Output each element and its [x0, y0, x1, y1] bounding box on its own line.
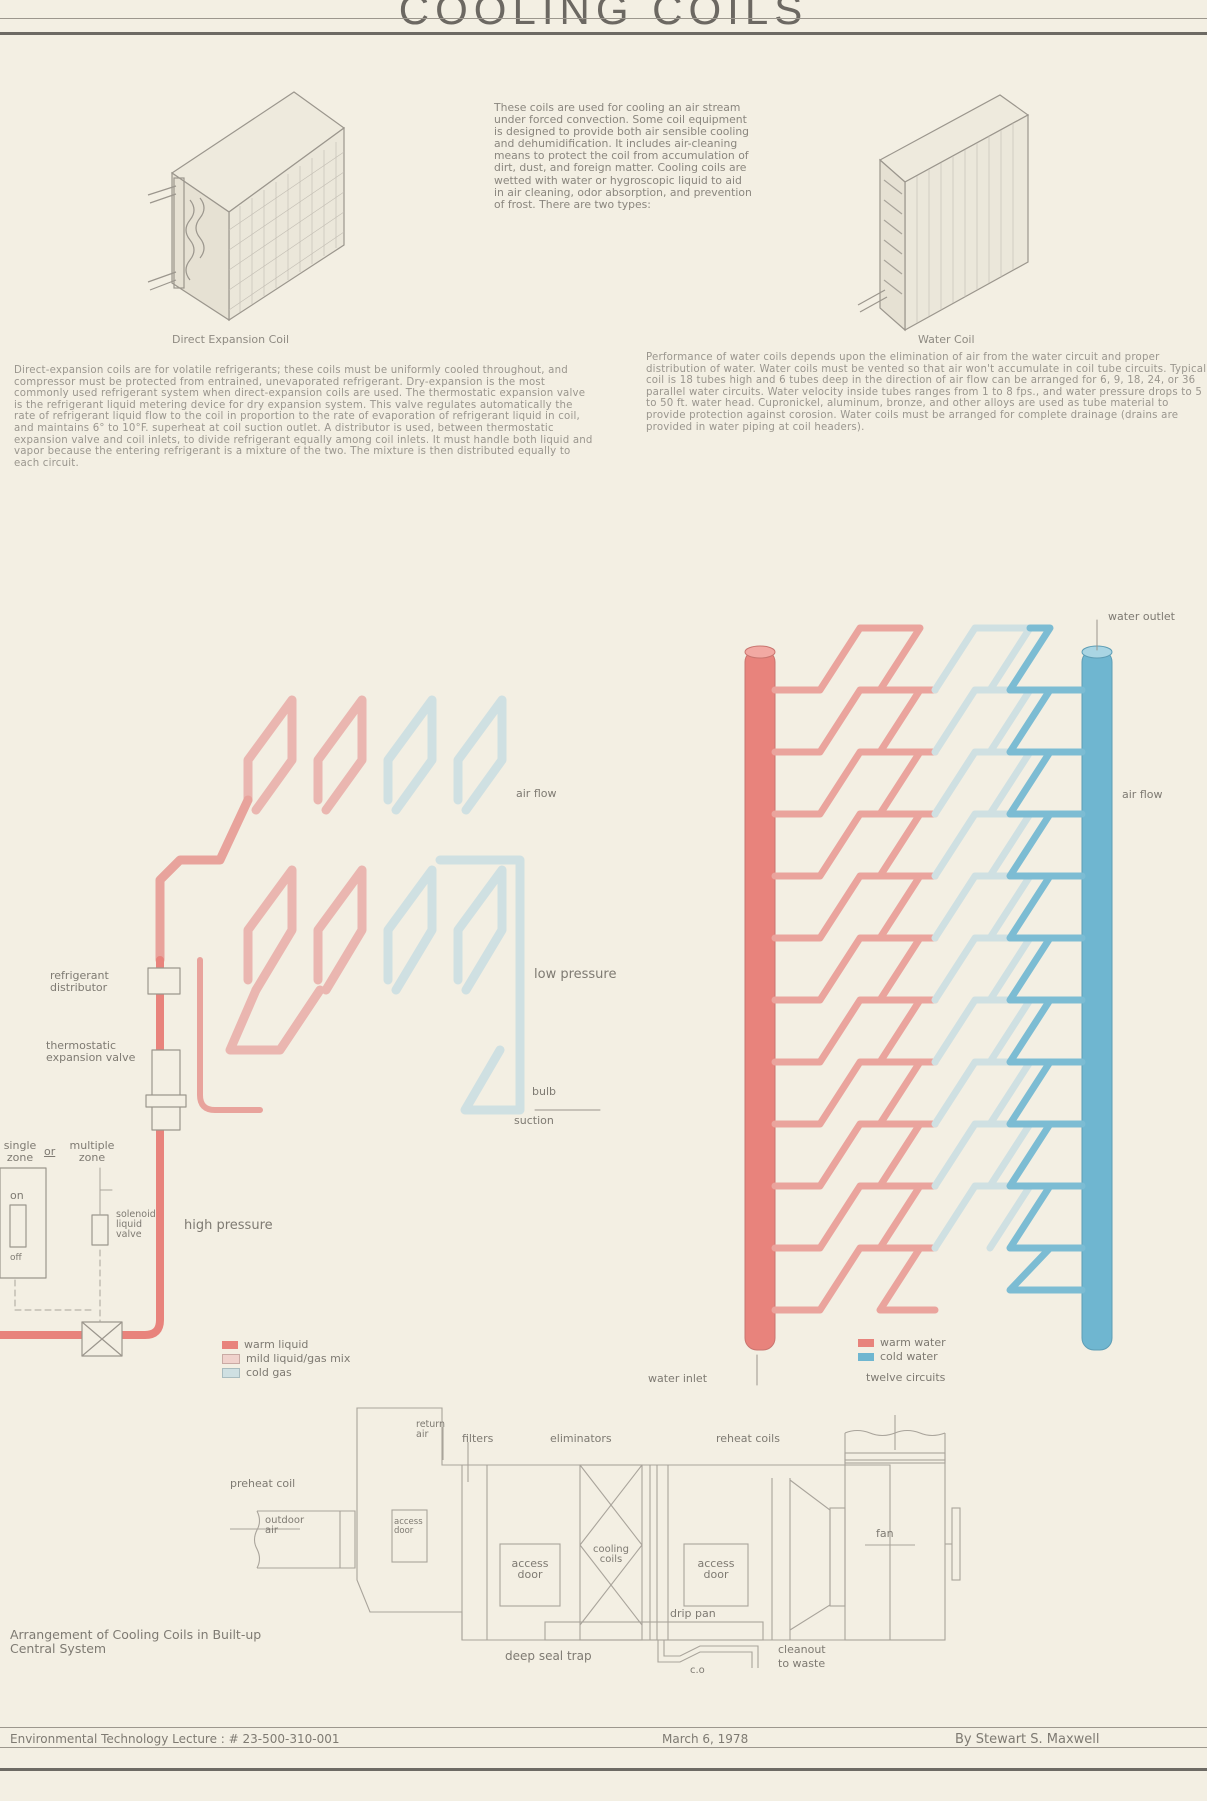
footer-course: Environmental Technology Lecture : # 23-… [10, 1732, 340, 1746]
cleanout-label: cleanout [778, 1643, 826, 1656]
to-waste-label: to waste [778, 1657, 826, 1670]
water-coil-caption: Water Coil [918, 333, 975, 346]
drip-pan-label: drip pan [670, 1607, 716, 1620]
dx-coil-description: Direct-expansion coils are for volatile … [14, 365, 593, 469]
legend-item: cold water [858, 1350, 946, 1364]
dx-coil-caption: Direct Expansion Coil [172, 333, 290, 346]
water-coil-illustration [857, 94, 1030, 332]
twelve-circuits-label: twelve circuits [866, 1371, 946, 1384]
filters-label: filters [462, 1432, 494, 1445]
water-inlet-label: water inlet [648, 1372, 708, 1385]
dx-legend: warm liquid mild liquid/gas mix cold gas [222, 1338, 350, 1380]
high-pressure-label: high pressure [184, 1218, 273, 1233]
refrigerant-distributor-label: refrigerant distributor [50, 969, 109, 994]
cold-water-swatch [858, 1353, 874, 1361]
cold-gas-swatch [222, 1368, 240, 1378]
direct-expansion-coil-illustration [147, 91, 346, 322]
co-label: c.o [690, 1665, 705, 1676]
footer-mid-rule [0, 1747, 1207, 1748]
footer-top-rule [0, 1727, 1207, 1728]
title-underline [0, 18, 1207, 19]
water-air-flow-label: air flow [1122, 788, 1163, 801]
access-door-1-label: access door [394, 1517, 423, 1536]
fan-label: fan [876, 1527, 894, 1540]
return-air-label: return air [416, 1419, 446, 1440]
suction-label: suction [514, 1114, 554, 1127]
water-legend: warm water cold water [858, 1336, 946, 1364]
water-outlet-label: water outlet [1108, 610, 1175, 623]
low-pressure-label: low pressure [534, 967, 617, 982]
header-border [0, 32, 1207, 35]
legend-item: warm liquid [222, 1338, 350, 1352]
mild-mix-swatch [222, 1354, 240, 1364]
thermostatic-expansion-valve-label: thermostatic expansion valve [46, 1039, 136, 1064]
footer-border [0, 1768, 1207, 1771]
switch-off-label: off [10, 1253, 22, 1263]
multiple-zone-label: multiple zone [69, 1139, 115, 1164]
deep-seal-trap-label: deep seal trap [505, 1649, 592, 1663]
water-coil-piping-diagram [744, 619, 1113, 1386]
warm-water-swatch [858, 1339, 874, 1347]
builtup-system-diagram [230, 1407, 961, 1668]
dx-air-flow-label: air flow [516, 787, 557, 800]
preheat-coil-label: preheat coil [230, 1477, 296, 1490]
legend-item: mild liquid/gas mix [222, 1352, 350, 1366]
solenoid-liquid-valve-label: solenoid liquid valve [116, 1209, 156, 1240]
outdoor-air-label: outdoor air [265, 1515, 305, 1536]
water-circuits [771, 624, 1086, 1314]
legend-item: cold gas [222, 1366, 350, 1380]
warm-liquid-swatch [222, 1341, 238, 1349]
bulb-label: bulb [532, 1085, 556, 1098]
builtup-diagram-title: Arrangement of Cooling Coils in Built-up… [10, 1627, 262, 1656]
single-zone-label: single zone [3, 1139, 37, 1164]
or-label: or [44, 1145, 56, 1158]
eliminators-label: eliminators [550, 1432, 612, 1445]
footer-date: March 6, 1978 [662, 1732, 749, 1746]
access-door-3-label: access door [697, 1557, 735, 1581]
reheat-coils-label: reheat coils [716, 1432, 780, 1445]
footer-author: By Stewart S. Maxwell [955, 1732, 1100, 1747]
dx-coil-piping-diagram [0, 695, 601, 1357]
intro-paragraph: These coils are used for cooling an air … [494, 101, 752, 211]
page-title: COOLING COILS [398, 0, 809, 33]
cooling-coils-label: cooling coils [593, 1544, 629, 1565]
legend-item: warm water [858, 1336, 946, 1350]
access-door-2-label: access door [511, 1557, 549, 1581]
water-coil-description: Performance of water coils depends upon … [646, 352, 1207, 433]
switch-on-label: on [10, 1189, 24, 1202]
